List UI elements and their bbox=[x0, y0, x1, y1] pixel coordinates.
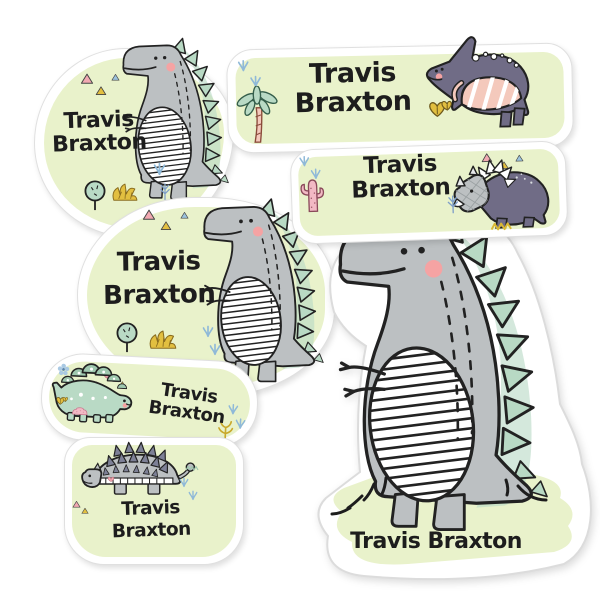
palm-tree-icon bbox=[235, 85, 279, 144]
parasaurolophus-icon bbox=[426, 36, 529, 128]
yellow-bush-icon bbox=[149, 330, 177, 349]
name-line-last: Braxton bbox=[51, 129, 148, 158]
sticker-parasaurolophus-rect: Travis Braxton bbox=[225, 42, 575, 154]
sticker-trex-blob: Travis Braxton bbox=[34, 48, 234, 238]
blue-footprint-icon bbox=[209, 343, 221, 356]
name-line-last: Braxton bbox=[111, 518, 192, 543]
name-label: Travis Braxton bbox=[282, 57, 423, 119]
yellow-triangle-icon bbox=[81, 507, 89, 514]
sticker-trex-diecut-art bbox=[317, 212, 592, 581]
sticker-triceratops-rect: Travis Braxton bbox=[289, 140, 569, 245]
pink-triangle-icon bbox=[72, 501, 81, 508]
sticker-stegosaurus-oval: Travis Braxton bbox=[38, 351, 261, 450]
blue-footprint-icon bbox=[202, 325, 214, 338]
name-label: Travis Braxton bbox=[77, 245, 240, 313]
blue-footprint-icon bbox=[237, 59, 249, 72]
name-line-last: Braxton bbox=[102, 278, 216, 311]
name-line-last: Braxton bbox=[350, 174, 451, 205]
blue-footprint-icon bbox=[179, 477, 189, 488]
sticker-ankylosaurus-rect: Travis Braxton bbox=[64, 437, 244, 565]
name-label: Travis Braxton bbox=[336, 529, 536, 554]
yellow-triangle-icon bbox=[95, 86, 107, 96]
blue-triangle-icon bbox=[111, 74, 120, 81]
blue-triangle-icon bbox=[515, 154, 524, 162]
name-line-full: Travis Braxton bbox=[350, 529, 522, 554]
pink-triangle-icon bbox=[80, 73, 94, 84]
ankylosaurus-icon bbox=[82, 442, 194, 494]
yellow-heart-leaves-icon bbox=[429, 100, 453, 118]
blue-triangle-icon bbox=[180, 212, 189, 219]
name-label: Travis Braxton bbox=[48, 107, 150, 158]
name-label: Travis Braxton bbox=[335, 151, 467, 204]
name-line-first: Travis bbox=[116, 246, 201, 278]
sticker-trex-diecut-large: Travis Braxton bbox=[298, 212, 594, 584]
name-line-last: Braxton bbox=[294, 85, 412, 119]
grass-tufts-icon bbox=[330, 476, 548, 516]
name-label: Travis Braxton bbox=[90, 496, 211, 545]
blue-footprint-icon bbox=[310, 168, 321, 180]
stegosaurus-icon bbox=[49, 361, 135, 426]
pink-triangle-icon bbox=[142, 209, 156, 220]
blue-flower-icon bbox=[57, 363, 70, 376]
pink-cactus-icon bbox=[300, 178, 325, 213]
yellow-triangle-icon bbox=[160, 221, 172, 231]
blue-footprint-icon bbox=[250, 75, 262, 88]
tree-icon bbox=[116, 322, 138, 353]
blue-footprint-icon bbox=[299, 155, 310, 167]
